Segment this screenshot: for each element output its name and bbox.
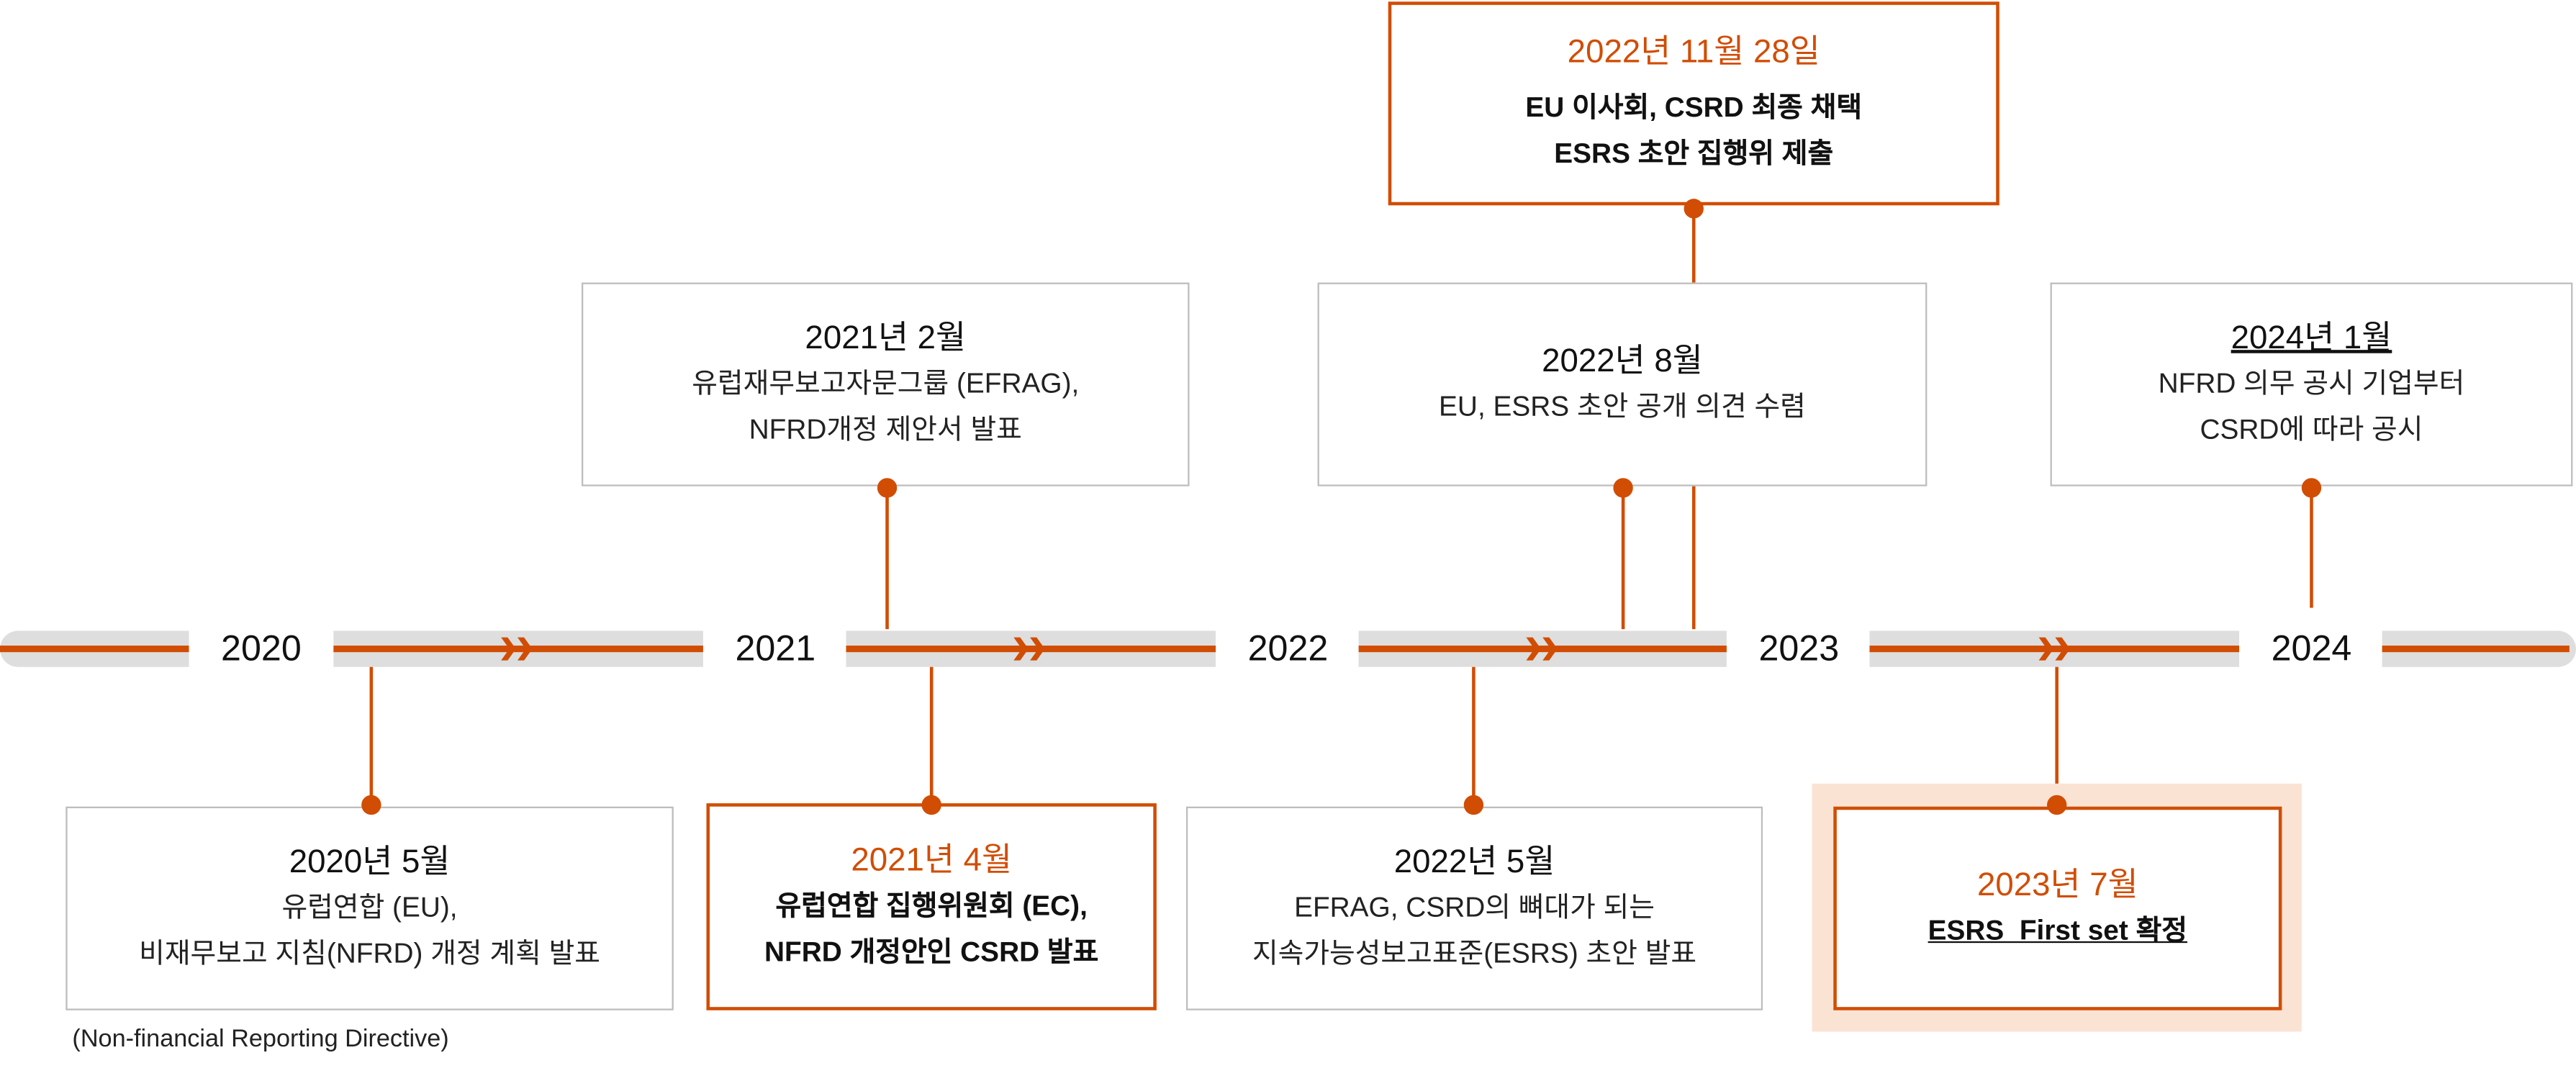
event-desc: CSRD에 따라 공시 — [2200, 414, 2423, 445]
event-date: 2023년 7월 — [1976, 867, 2138, 904]
event-desc: EU 이사회, CSRD 최종 채택 — [1525, 91, 1863, 124]
connector-dot — [1684, 199, 1704, 219]
year-label: 2024 — [2271, 627, 2352, 669]
connector-dot — [877, 478, 898, 498]
event-date: 2024년 1월 — [2231, 320, 2392, 357]
event-card-2022-05: 2022년 5월 EFRAG, CSRD의 뼈대가 되는 지속가능성보고표준(E… — [1185, 806, 1763, 1010]
event-date: 2021년 4월 — [851, 842, 1012, 879]
double-chevron-icon — [501, 637, 533, 661]
event-desc: 지속가능성보고표준(ESRS) 초안 발표 — [1252, 938, 1697, 969]
connector-dot — [2301, 478, 2322, 498]
year-label: 2020 — [221, 627, 302, 669]
event-date: 2022년 8월 — [1542, 343, 1703, 380]
connector-line — [1472, 666, 1475, 804]
event-desc: 유럽연합 집행위원회 (EC), — [775, 890, 1088, 922]
event-card-2021-02: 2021년 2월 유럽재무보고자문그룹 (EFRAG), NFRD개정 제안서 … — [582, 282, 1190, 487]
double-chevron-icon — [1526, 637, 1558, 661]
event-card-2022-08: 2022년 8월 EU, ESRS 초안 공개 의견 수렴 — [1317, 282, 1928, 487]
event-card-2023-07: 2023년 7월 ESRS First set 확정 — [1833, 806, 2282, 1010]
event-desc: NFRD 개정안인 CSRD 발표 — [764, 936, 1099, 968]
connector-line — [369, 666, 374, 804]
event-card-2021-04: 2021년 4월 유럽연합 집행위원회 (EC), NFRD 개정안인 CSRD… — [706, 803, 1157, 1010]
event-date: 2020년 5월 — [289, 844, 451, 881]
track-line — [1358, 646, 1727, 653]
event-desc: 유럽연합 (EU), — [281, 892, 458, 923]
connector-dot — [2046, 795, 2067, 815]
event-card-2022-11: 2022년 11월 28일 EU 이사회, CSRD 최종 채택 ESRS 초안… — [1388, 1, 1999, 206]
event-date: 2022년 5월 — [1393, 844, 1555, 881]
track-line — [1869, 646, 2240, 653]
event-card-2024-01: 2024년 1월 NFRD 의무 공시 기업부터 CSRD에 따라 공시 — [2050, 282, 2573, 487]
event-desc: EFRAG, CSRD의 뼈대가 되는 — [1294, 892, 1655, 923]
connector-line — [1621, 487, 1625, 630]
track-line — [0, 646, 189, 653]
connector-line — [929, 666, 934, 804]
year-label: 2022 — [1247, 627, 1329, 669]
track-line — [333, 646, 703, 653]
event-desc: ESRS 초안 집행위 제출 — [1554, 137, 1834, 170]
event-desc: ESRS First set 확정 — [1928, 915, 2188, 946]
event-date: 2021년 2월 — [805, 320, 967, 357]
connector-line — [885, 487, 889, 630]
event-date: 2022년 11월 28일 — [1567, 34, 1820, 71]
event-desc: 비재무보고 지침(NFRD) 개정 계획 발표 — [139, 938, 600, 969]
connector-dot — [921, 795, 941, 815]
connector-dot — [1463, 795, 1484, 815]
connector-line — [2310, 487, 2313, 608]
event-desc: EU, ESRS 초안 공개 의견 수렴 — [1439, 391, 1806, 422]
event-desc: NFRD 의무 공시 기업부터 — [2158, 368, 2465, 399]
event-card-2020-05: 2020년 5월 유럽연합 (EU), 비재무보고 지침(NFRD) 개정 계획… — [65, 806, 674, 1010]
footnote: (Non-financial Reporting Directive) — [72, 1025, 449, 1054]
event-desc: NFRD개정 제안서 발표 — [749, 414, 1022, 445]
year-label: 2021 — [735, 627, 816, 669]
year-label: 2023 — [1758, 627, 1840, 669]
connector-line — [2055, 666, 2058, 804]
event-desc: 유럽재무보고자문그룹 (EFRAG), — [692, 368, 1080, 399]
connector-dot — [1613, 478, 1633, 498]
connector-dot — [361, 795, 381, 815]
track-line — [846, 646, 1216, 653]
track-line — [2382, 646, 2570, 653]
double-chevron-icon — [2038, 637, 2070, 661]
double-chevron-icon — [1013, 637, 1045, 661]
